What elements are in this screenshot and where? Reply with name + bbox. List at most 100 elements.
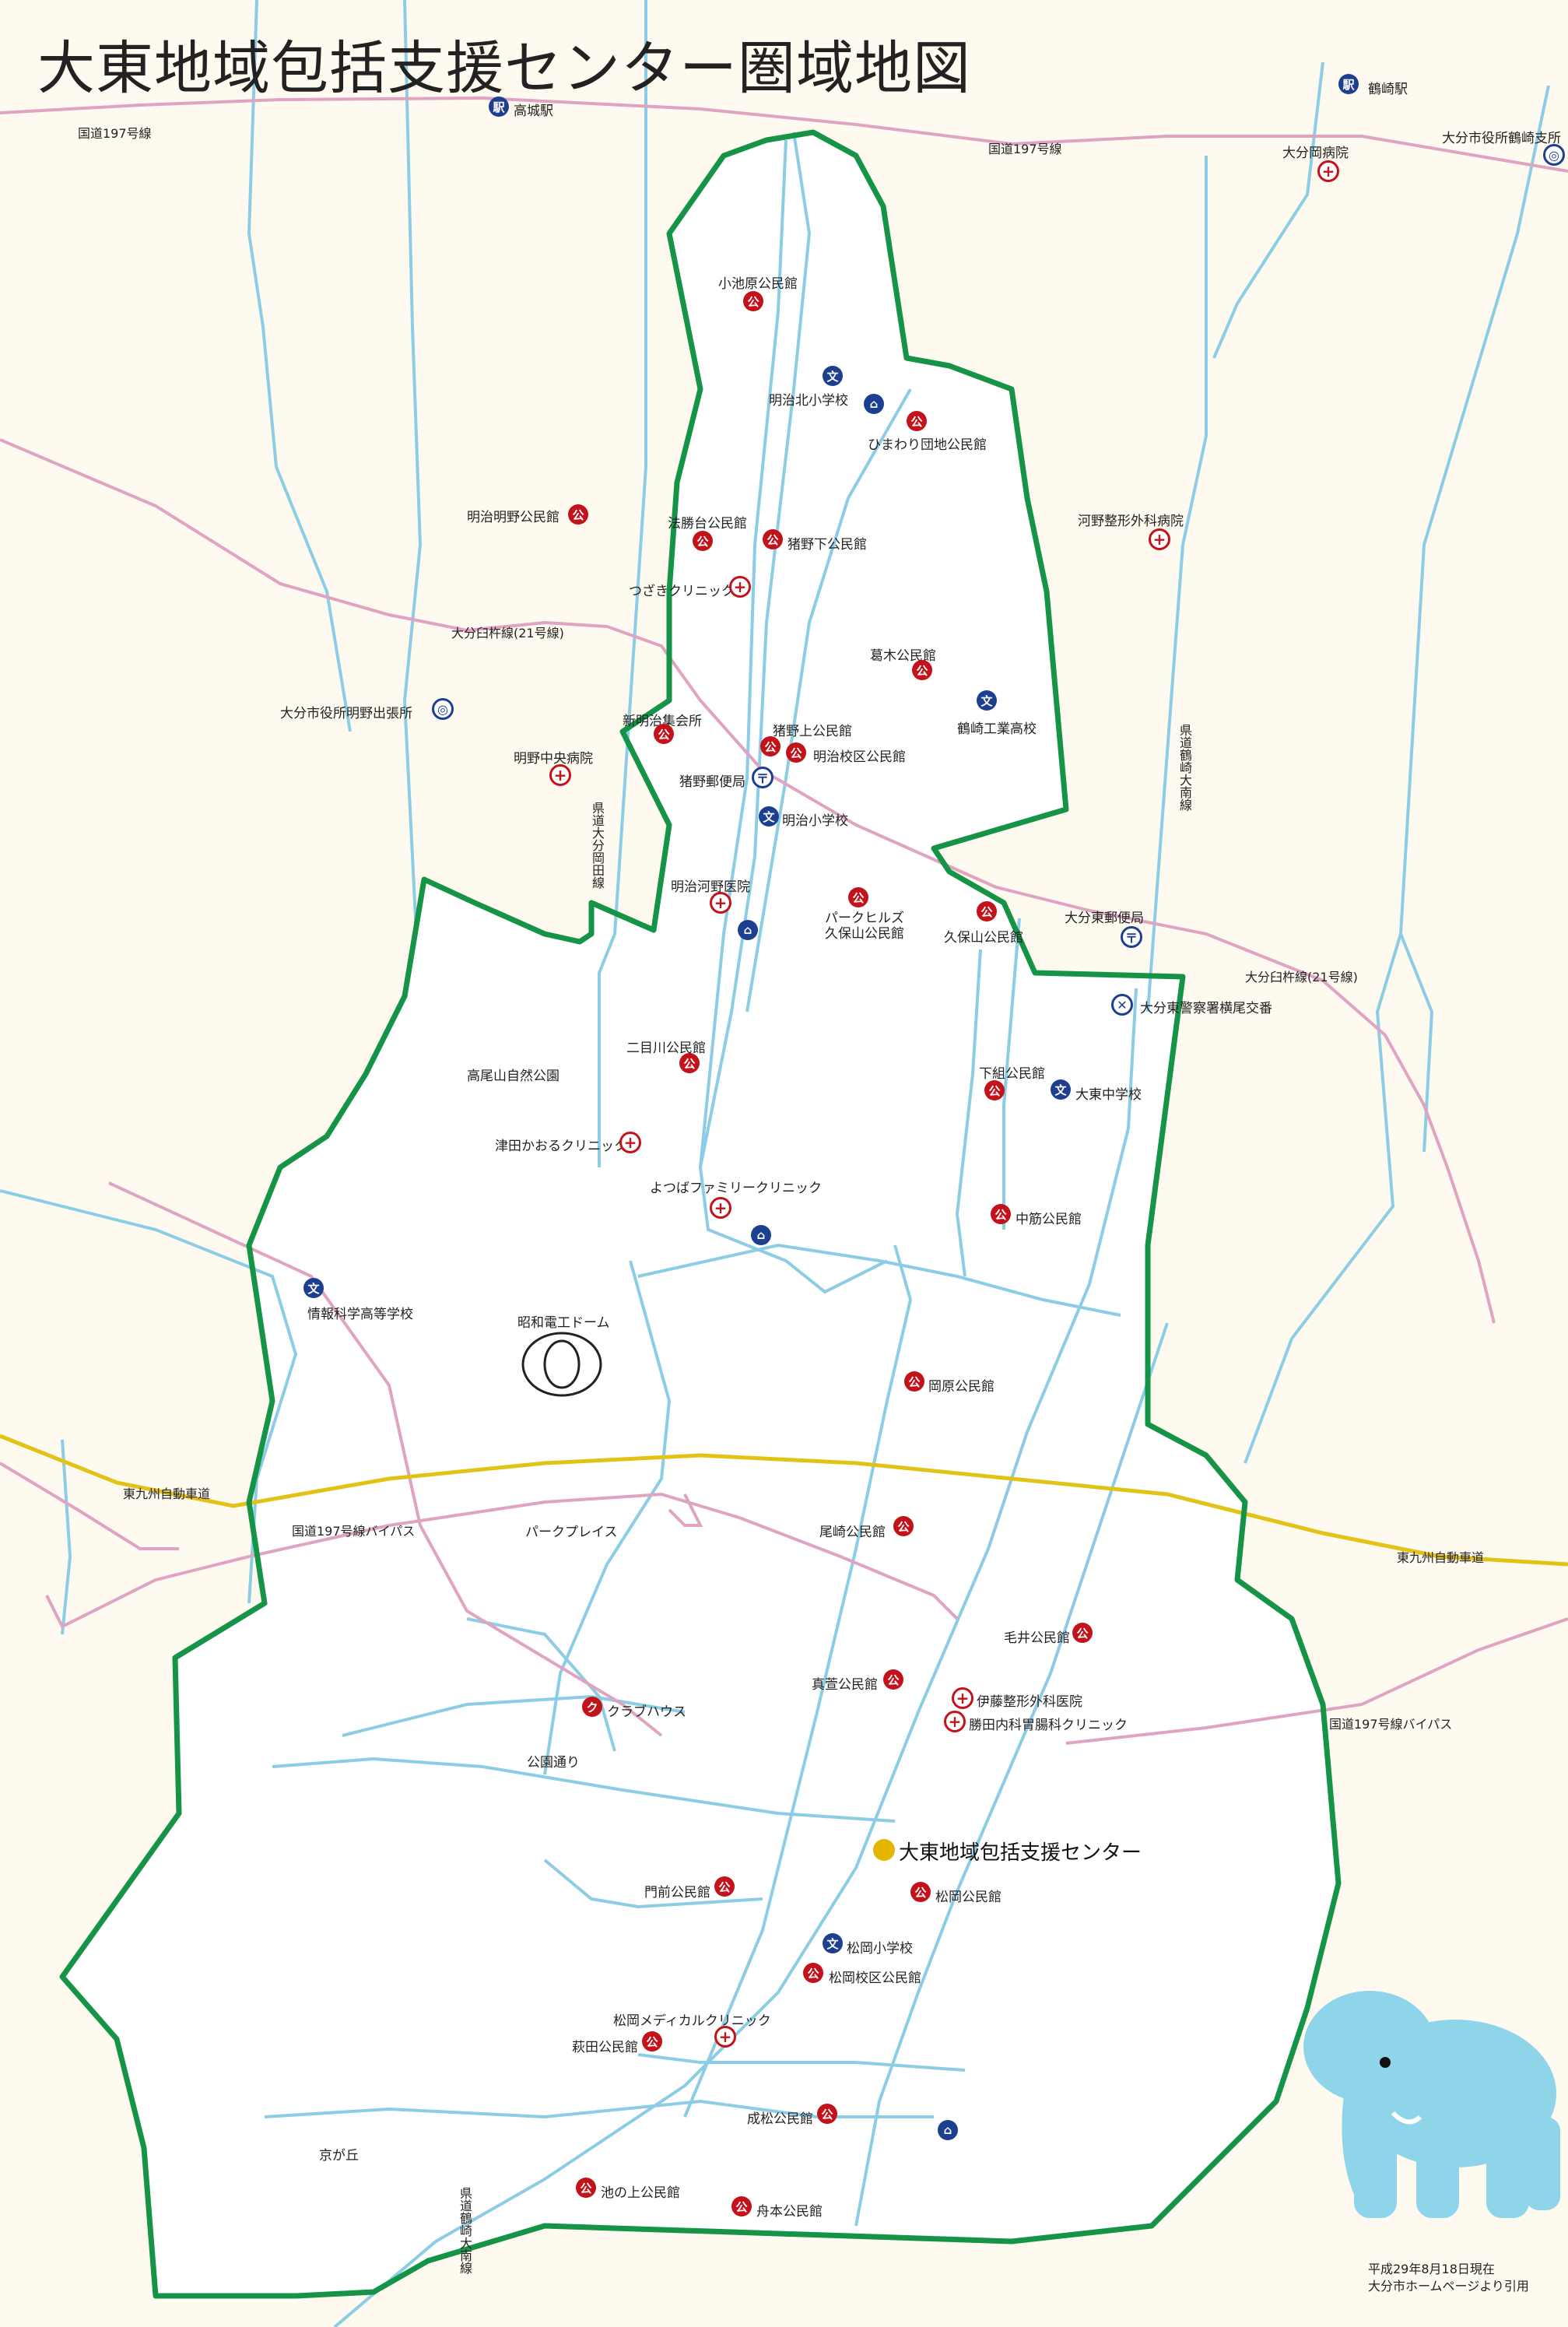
community-center-icon: 公 — [883, 1669, 903, 1690]
community-center-icon: 公 — [786, 742, 806, 763]
place-label: 大分岡病院 — [1282, 146, 1349, 161]
community-center-icon: 公 — [654, 724, 674, 744]
place-label: 鶴崎工業高校 — [957, 721, 1037, 737]
community-center-icon: 公 — [763, 529, 783, 549]
road-label: 東九州自動車道 — [123, 1486, 211, 1501]
map-title: 大東地域包括支援センター圏域地図 — [37, 35, 971, 102]
road-label: 県道大分岡田線 — [590, 802, 605, 889]
place-label: 新明治集会所 — [623, 714, 702, 729]
road-label: 国道197号線バイパス — [292, 1524, 416, 1539]
facility-icon: ⌂ — [864, 394, 884, 414]
road-label: 県道鶴崎大南線 — [1177, 724, 1192, 811]
hospital-icon: + — [944, 1711, 966, 1732]
place-label: 猪野郵便局 — [679, 774, 745, 790]
note-source: 大分市ホームページより引用 — [1368, 2279, 1529, 2294]
hospital-icon: + — [619, 1132, 641, 1153]
facility-icon: ⌂ — [751, 1225, 771, 1245]
place-label: ひまわり団地公民館 — [868, 437, 987, 453]
road-label: 大分臼杵線(21号線) — [451, 626, 564, 641]
place-label: 津田かおるクリニック — [495, 1139, 627, 1154]
place-label: 下組公民館 — [979, 1066, 1045, 1082]
community-center-icon: 公 — [731, 2196, 752, 2216]
hospital-icon: + — [710, 892, 731, 914]
place-label: 大分市役所明野出張所 — [280, 706, 412, 721]
school-icon: 文 — [759, 806, 779, 827]
road-label: 国道197号線 — [78, 126, 152, 141]
place-label: 猪野下公民館 — [788, 537, 867, 553]
community-center-icon: 公 — [642, 2031, 662, 2051]
school-icon: 文 — [1051, 1079, 1071, 1100]
community-center-icon: 公 — [568, 504, 588, 525]
train-station-icon: 駅 — [489, 97, 509, 117]
district-boundary — [59, 129, 1342, 2299]
community-center-icon: 公 — [912, 660, 932, 680]
hospital-icon: + — [1149, 528, 1170, 550]
community-center-icon: 公 — [977, 901, 997, 921]
place-label: 尾崎公民館 — [819, 1525, 886, 1540]
place-label: 明治明野公民館 — [467, 510, 559, 525]
source-note: 平成29年8月18日現在 大分市ホームページより引用 — [1368, 2261, 1529, 2295]
expressway-line — [0, 1434, 1568, 1567]
place-label: 猪野上公民館 — [773, 724, 852, 739]
place-label: 伊藤整形外科医院 — [977, 1694, 1082, 1710]
district-area — [62, 132, 1338, 2296]
place-label: よつばファミリークリニック — [650, 1181, 822, 1196]
school-icon: 文 — [303, 1278, 324, 1298]
place-label: 明治校区公民館 — [813, 749, 906, 765]
community-center-icon: 公 — [1072, 1623, 1093, 1643]
road-label: 東九州自動車道 — [1397, 1550, 1485, 1565]
place-label: 公園通り — [527, 1755, 580, 1771]
place-label: 毛井公民館 — [1004, 1630, 1070, 1646]
place-label: 大東中学校 — [1075, 1087, 1142, 1103]
city-office-icon: ◎ — [1543, 144, 1565, 166]
road-label: 大分臼杵線(21号線) — [1245, 970, 1358, 984]
place-label: 大分市役所鶴崎支所 — [1442, 131, 1561, 146]
place-label: クラブハウス — [607, 1704, 686, 1720]
community-center-icon: 公 — [893, 1516, 914, 1536]
place-label: 明治河野医院 — [671, 879, 750, 895]
place-label: 二目川公民館 — [626, 1041, 706, 1056]
place-label: 明治北小学校 — [769, 393, 848, 409]
community-center-icon: 公 — [743, 291, 763, 311]
police-box-icon: ✕ — [1111, 994, 1133, 1016]
place-label: 大分東郵便局 — [1065, 911, 1144, 926]
place-label: 河野整形外科病院 — [1078, 514, 1184, 529]
place-label: 門前公民館 — [644, 1885, 710, 1901]
hospital-icon: + — [714, 2026, 736, 2048]
place-label: 小池原公民館 — [718, 276, 798, 292]
place-label: パークプレイス — [525, 1525, 618, 1540]
note-date: 平成29年8月18日現在 — [1368, 2262, 1495, 2276]
community-center-icon: 公 — [714, 1876, 735, 1897]
road-label: 国道197号線 — [988, 142, 1062, 156]
facility-icon: ⌂ — [938, 2120, 958, 2140]
community-center-icon: 公 — [760, 736, 780, 756]
hospital-icon: + — [710, 1197, 731, 1219]
place-label: 情報科学高等学校 — [307, 1307, 413, 1322]
post-office-icon: 〒 — [1121, 926, 1142, 948]
hospital-icon: + — [729, 576, 751, 598]
place-label: 京が丘 — [319, 2148, 359, 2164]
school-icon: 文 — [823, 1933, 843, 1953]
community-center-icon: 公 — [991, 1204, 1011, 1224]
place-label: 法勝台公民館 — [668, 516, 747, 532]
city-office-icon: ◎ — [432, 698, 454, 720]
place-label: 明野中央病院 — [514, 751, 593, 767]
hospital-icon: + — [952, 1687, 973, 1709]
place-label: つざきクリニック — [629, 584, 735, 599]
school-icon: 文 — [823, 366, 843, 386]
place-label: 久保山公民館 — [944, 930, 1023, 946]
community-center-icon: 公 — [817, 2104, 837, 2124]
community-center-icon: 公 — [984, 1080, 1005, 1100]
elephant-illustration — [1303, 1991, 1560, 2218]
community-center-icon: 公 — [576, 2178, 596, 2198]
train-station-icon: 駅 — [1338, 74, 1359, 94]
facility-icon: ⌂ — [738, 920, 758, 940]
place-label: 松岡メディカルクリニック — [613, 2013, 771, 2029]
place-label: 池の上公民館 — [601, 2185, 680, 2201]
community-center-icon: 公 — [693, 531, 713, 551]
community-center-icon: 公 — [907, 411, 927, 431]
community-center-icon: 公 — [904, 1371, 924, 1392]
community-center-icon: 公 — [910, 1882, 931, 1902]
